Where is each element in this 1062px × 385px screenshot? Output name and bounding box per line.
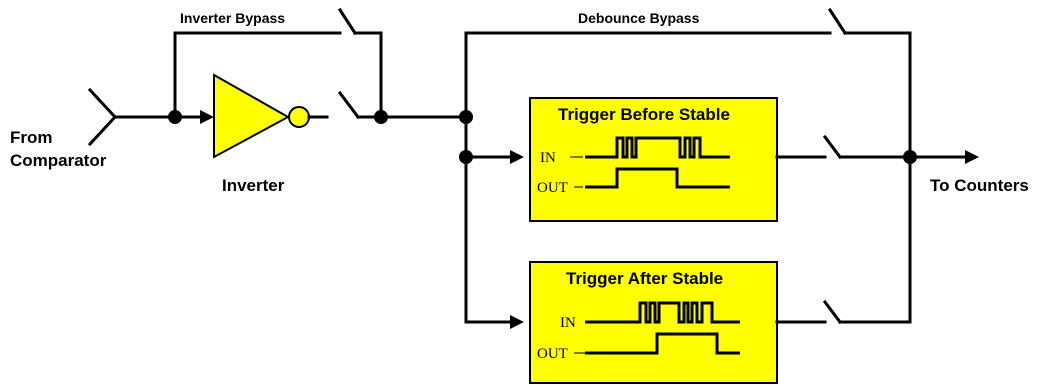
output-switch-top bbox=[775, 134, 979, 164]
trigger-after-in-label: IN bbox=[560, 315, 576, 331]
input-connector bbox=[87, 87, 214, 147]
trigger-before-out-label: OUT bbox=[537, 180, 568, 196]
inverter-label: Inverter bbox=[222, 176, 285, 195]
inverter-switch bbox=[337, 90, 468, 120]
trigger-before-stable-block: Trigger Before Stable IN OUT bbox=[529, 97, 778, 222]
distribution-bus bbox=[464, 31, 832, 329]
trigger-after-stable-block: Trigger After Stable IN OUT bbox=[529, 261, 778, 384]
output-switch-bottom bbox=[775, 299, 912, 325]
trigger-after-out-waveform bbox=[585, 332, 740, 355]
inverter-bypass-path bbox=[173, 7, 383, 119]
trigger-after-title: Trigger After Stable bbox=[566, 269, 723, 288]
destination-label: To Counters bbox=[930, 176, 1029, 195]
debounce-bypass-path bbox=[827, 7, 912, 324]
debounce-bypass-label: Debounce Bypass bbox=[578, 10, 700, 26]
inverter-bypass-label: Inverter Bypass bbox=[180, 10, 285, 26]
trigger-before-out-waveform bbox=[585, 167, 730, 189]
trigger-before-title: Trigger Before Stable bbox=[558, 105, 730, 124]
inverter-gate bbox=[213, 73, 329, 159]
source-label-line2: Comparator bbox=[10, 151, 107, 170]
trigger-before-in-label: IN bbox=[540, 150, 556, 166]
junction-input bbox=[168, 110, 182, 124]
source-label-line1: From bbox=[10, 128, 53, 147]
trigger-after-in-waveform bbox=[585, 301, 740, 324]
trigger-after-out-label: OUT bbox=[537, 346, 568, 362]
trigger-before-in-waveform bbox=[585, 136, 730, 159]
junction-inverter-out bbox=[374, 110, 388, 124]
